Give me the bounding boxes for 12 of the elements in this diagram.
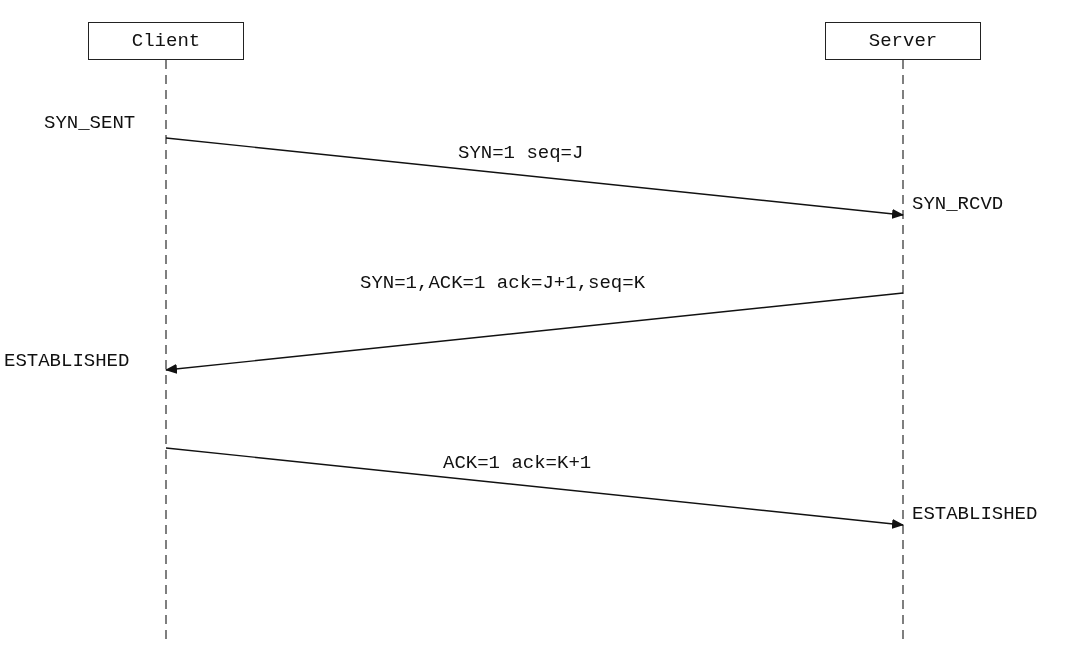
message-label: SYN=1,ACK=1 ack=J+1,seq=K <box>360 272 646 294</box>
state-label: SYN_SENT <box>44 112 136 134</box>
participant-box: Client <box>88 22 244 60</box>
message-label: ACK=1 ack=K+1 <box>443 452 592 474</box>
message-arrow <box>165 447 904 529</box>
state-label: ESTABLISHED <box>4 350 130 372</box>
message-label: SYN=1 seq=J <box>458 142 584 164</box>
state-label: SYN_RCVD <box>912 193 1004 215</box>
message-arrow <box>165 137 904 219</box>
state-label: ESTABLISHED <box>912 503 1038 525</box>
message-arrow <box>165 292 904 374</box>
participant-box: Server <box>825 22 981 60</box>
